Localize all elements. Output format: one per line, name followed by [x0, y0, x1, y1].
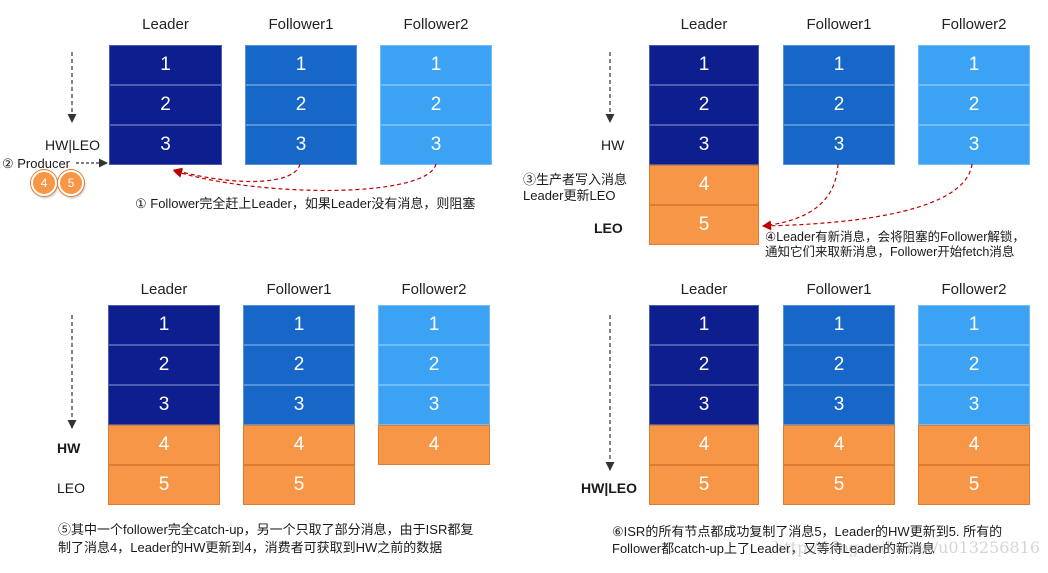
step2-fetch-arrow-follower2	[762, 163, 973, 231]
watermark: http://blog.csdn.net/u013256816	[773, 538, 1040, 557]
step4-follower1-message: 1	[783, 305, 895, 345]
step2-follower1-header: Follower1	[806, 16, 872, 33]
step4-follower2-new-message: 4	[918, 425, 1030, 465]
step4-follower1-new-message: 4	[783, 425, 895, 465]
step1-leader-message: 2	[109, 85, 222, 125]
step1-follower1-message: 1	[245, 45, 357, 85]
step1-fetch-arrow-follower2	[173, 163, 437, 191]
step2-follower2-message: 1	[918, 45, 1030, 85]
step4-leader-new-message: 5	[649, 465, 759, 505]
step3-leo-label: LEO	[57, 480, 86, 496]
step3-caption-line2: 制了消息4，Leader的HW更新到4，消费者可获取到HW之前的数据	[58, 540, 443, 555]
step3-follower1-new-message: 4	[243, 425, 355, 465]
step3-leader-header: Leader	[140, 281, 188, 298]
step1-follower1-header: Follower1	[268, 16, 334, 33]
step3-leader-message: 1	[108, 305, 220, 345]
step2-leader-new-message: 5	[649, 205, 759, 245]
step2-leader-message: 2	[649, 85, 759, 125]
pending-message-bubble: 4	[31, 170, 57, 196]
step1-follower2-header: Follower2	[403, 16, 469, 33]
step2-leader-new-message: 4	[649, 165, 759, 205]
step1-leader-header: Leader	[142, 16, 189, 33]
step4-follower2-message: 3	[918, 385, 1030, 425]
step2-leader-log: 1 2 3 4 5	[649, 45, 759, 245]
step2-follower2-header: Follower2	[941, 16, 1007, 33]
step2-fetch-arrow-follower1	[762, 163, 839, 230]
step3-follower1-header: Follower1	[266, 281, 332, 298]
step2-leader-message: 3	[649, 125, 759, 165]
step4-leader-message: 3	[649, 385, 759, 425]
step4-follower2-header: Follower2	[941, 281, 1007, 298]
step2-follower1-log: 1 2 3	[783, 45, 895, 165]
step3-leader-message: 2	[108, 345, 220, 385]
pending-message-bubble: 5	[58, 170, 84, 196]
step4-leader-message: 2	[649, 345, 759, 385]
step2-caption-line2: 通知它们来取新消息，Follower开始fetch消息	[765, 245, 1015, 259]
step4-follower1-message: 2	[783, 345, 895, 385]
step3-caption-line1: ⑤其中一个follower完全catch-up，另一个只取了部分消息，由于ISR…	[58, 522, 474, 537]
step4-follower1-header: Follower1	[806, 281, 872, 298]
step3-follower1-message: 1	[243, 305, 355, 345]
step1-caption: ① Follower完全赶上Leader，如果Leader没有消息，则阻塞	[135, 196, 476, 211]
step2-leader-message: 1	[649, 45, 759, 85]
step3-leader-new-message: 5	[108, 465, 220, 505]
step2-caption-line1: ④Leader有新消息，会将阻塞的Follower解锁，	[765, 230, 1025, 244]
step2-leader-header: Leader	[680, 16, 728, 33]
step3-hw-label: HW	[57, 440, 81, 456]
step4-leader-log: 1 2 3 4 5	[649, 305, 759, 505]
step4-follower2-message: 1	[918, 305, 1030, 345]
step2-write-note-line2: Leader更新LEO	[523, 188, 616, 203]
step1-leader-log: 1 2 3	[109, 45, 222, 165]
step4-follower1-log: 1 2 3 4 5	[783, 305, 895, 505]
step4-leader-header: Leader	[680, 281, 728, 298]
step1-hw-leo-label: HW|LEO	[45, 137, 100, 153]
step1-leader-message: 1	[109, 45, 222, 85]
step1-fetch-arrow-follower1	[173, 163, 301, 183]
step3-follower2-new-message: 4	[378, 425, 490, 465]
step3-follower1-log: 1 2 3 4 5	[243, 305, 355, 505]
step2-leo-label: LEO	[594, 220, 623, 236]
step1-follower2-message: 3	[380, 125, 492, 165]
step1-follower2-message: 1	[380, 45, 492, 85]
step3-follower1-new-message: 5	[243, 465, 355, 505]
step3-leader-new-message: 4	[108, 425, 220, 465]
step4-follower1-message: 3	[783, 385, 895, 425]
step4-leader-new-message: 4	[649, 425, 759, 465]
step4-follower1-new-message: 5	[783, 465, 895, 505]
step4-hw-leo-label: HW|LEO	[581, 480, 638, 496]
step4-caption-line1: ⑥ISR的所有节点都成功复制了消息5，Leader的HW更新到5. 所有的	[612, 524, 1003, 539]
step3-follower2-message: 1	[378, 305, 490, 345]
step3-follower2-message: 3	[378, 385, 490, 425]
step4-follower2-new-message: 5	[918, 465, 1030, 505]
step3-leader-log: 1 2 3 4 5	[108, 305, 220, 505]
step2-hw-label: HW	[601, 137, 625, 153]
step3-follower2-message: 2	[378, 345, 490, 385]
step1-producer-label: ② Producer	[2, 156, 71, 171]
step1-follower2-message: 2	[380, 85, 492, 125]
step2-write-note-line1: ③生产者写入消息	[523, 172, 628, 187]
step2-follower1-message: 1	[783, 45, 895, 85]
step2-follower1-message: 2	[783, 85, 895, 125]
step3-follower2-log: 1 2 3 4	[378, 305, 490, 465]
step4-follower2-log: 1 2 3 4 5	[918, 305, 1030, 505]
step3-follower1-message: 3	[243, 385, 355, 425]
step1-follower1-log: 1 2 3	[245, 45, 357, 165]
step1-follower2-log: 1 2 3	[380, 45, 492, 165]
step1-follower1-message: 3	[245, 125, 357, 165]
step4-follower2-message: 2	[918, 345, 1030, 385]
step3-leader-message: 3	[108, 385, 220, 425]
step4-caption-line2: Follower都catch-up上了Leader，又等待Leader的新消息	[612, 541, 935, 556]
step1-follower1-message: 2	[245, 85, 357, 125]
step2-follower2-message: 3	[918, 125, 1030, 165]
step3-follower1-message: 2	[243, 345, 355, 385]
step3-follower2-header: Follower2	[401, 281, 467, 298]
step2-follower2-log: 1 2 3	[918, 45, 1030, 165]
step2-follower1-message: 3	[783, 125, 895, 165]
step1-leader-message: 3	[109, 125, 222, 165]
step2-follower2-message: 2	[918, 85, 1030, 125]
step4-leader-message: 1	[649, 305, 759, 345]
